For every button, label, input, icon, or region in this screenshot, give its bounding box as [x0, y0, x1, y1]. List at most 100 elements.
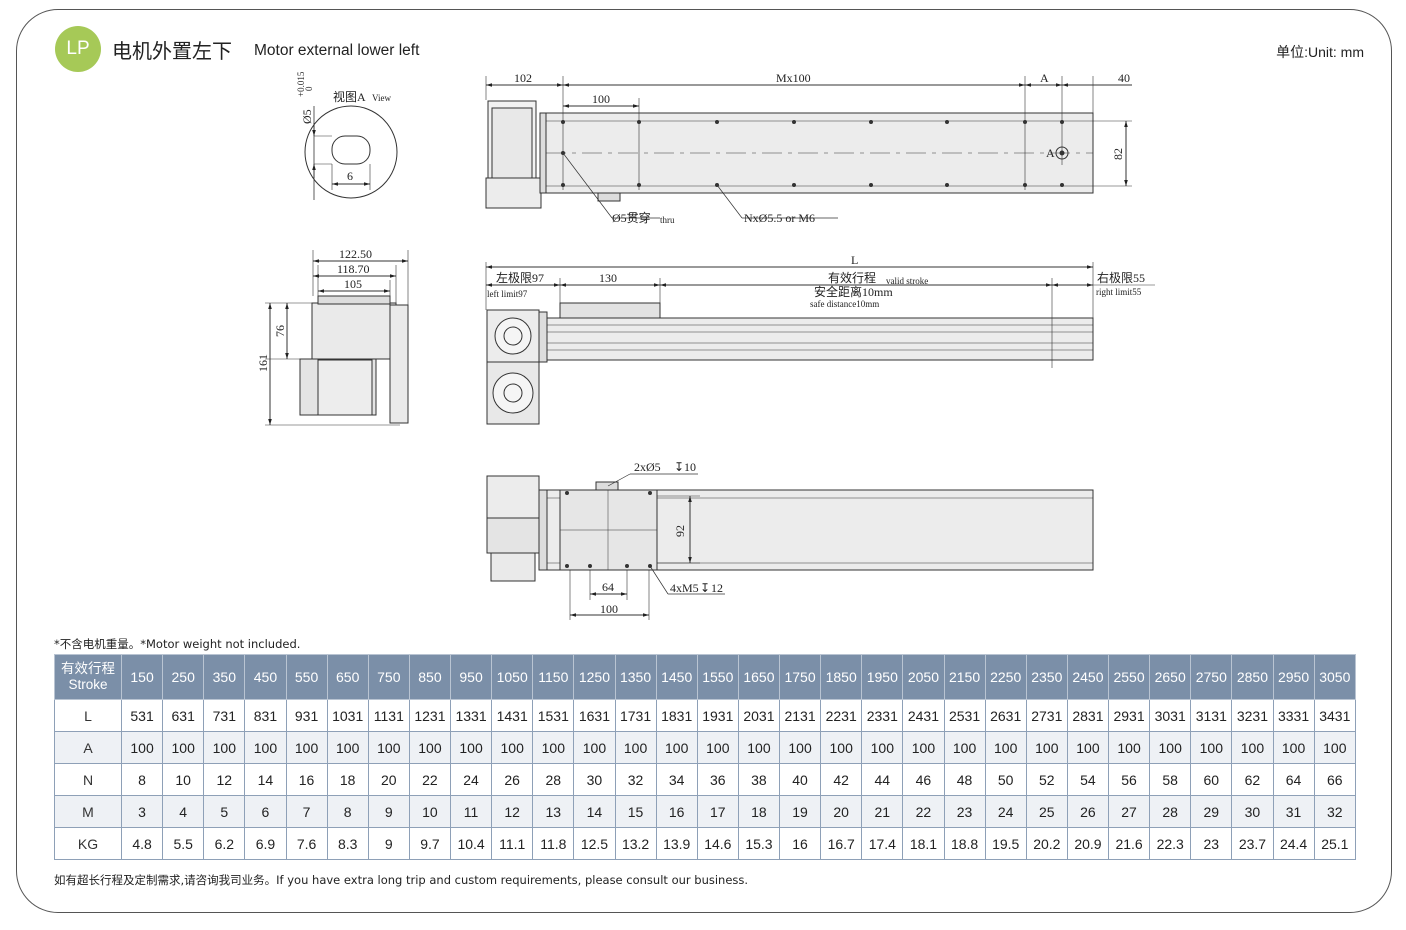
table-cell: 100 — [326, 731, 369, 764]
table-cell: 7 — [285, 795, 328, 828]
table-cell: 3031 — [1149, 699, 1192, 732]
table-cell: 2031 — [737, 699, 781, 732]
stroke-header-value: 2550 — [1107, 654, 1151, 700]
row-label: M — [54, 795, 122, 828]
table-cell: 100 — [943, 731, 986, 764]
stroke-header-value: 1650 — [737, 654, 781, 700]
stroke-header-value: 650 — [326, 654, 369, 700]
table-cell: 2531 — [943, 699, 986, 732]
depth-icon: ↧ — [674, 460, 684, 474]
table-cell: 50 — [984, 763, 1027, 796]
table-cell: 100 — [573, 731, 616, 764]
table-cell: 15.3 — [737, 827, 781, 860]
table-cell: 100 — [1313, 731, 1357, 764]
table-cell: 100 — [655, 731, 698, 764]
stroke-header-value: 1150 — [532, 654, 575, 700]
dim-82: 82 — [1111, 148, 1125, 160]
table-cell: 1031 — [326, 699, 369, 732]
view-a-label: 视图A — [333, 89, 366, 104]
table-cell: 56 — [1107, 763, 1151, 796]
table-cell: 24 — [449, 763, 493, 796]
stroke-header-value: 2050 — [902, 654, 945, 700]
dim-a: A — [1040, 71, 1049, 85]
stroke-header-value: 850 — [408, 654, 452, 700]
table-cell: 12.5 — [573, 827, 616, 860]
table-cell: 4 — [162, 795, 205, 828]
dim-118-70: 118.70 — [337, 262, 370, 276]
table-cell: 100 — [449, 731, 493, 764]
table-cell: 100 — [491, 731, 534, 764]
table-cell: 66 — [1313, 763, 1357, 796]
stroke-header-value: 2250 — [984, 654, 1027, 700]
valid-stroke-label-en: valid stroke — [886, 276, 928, 286]
table-cell: 18.8 — [943, 827, 986, 860]
table-cell: 1931 — [696, 699, 739, 732]
table-cell: 831 — [244, 699, 287, 732]
table-cell: 18 — [326, 763, 369, 796]
table-cell: 13 — [532, 795, 575, 828]
table-cell: 2731 — [1025, 699, 1068, 732]
table-cell: 23 — [943, 795, 986, 828]
table-cell: 100 — [162, 731, 205, 764]
stroke-header-value: 1950 — [861, 654, 904, 700]
left-limit-label-en: left limit97 — [487, 289, 528, 299]
stroke-header-value: 150 — [120, 654, 164, 700]
table-cell: 58 — [1149, 763, 1192, 796]
table-cell: 16 — [655, 795, 698, 828]
bottom-holes-label: 4xM5 — [670, 581, 699, 595]
dim-76: 76 — [273, 325, 287, 337]
top-view — [485, 76, 1132, 219]
table-cell: 100 — [861, 731, 904, 764]
table-cell: 18 — [737, 795, 781, 828]
table-cell: 3331 — [1272, 699, 1315, 732]
table-cell: 34 — [655, 763, 698, 796]
table-cell: 14 — [573, 795, 616, 828]
table-cell: 100 — [1107, 731, 1151, 764]
table-cell: 2231 — [820, 699, 863, 732]
stroke-header-value: 2950 — [1272, 654, 1315, 700]
table-cell: 9 — [367, 827, 410, 860]
table-cell: 14.6 — [696, 827, 739, 860]
table-cell: 22 — [408, 763, 452, 796]
table-cell: 20.2 — [1025, 827, 1068, 860]
table-cell: 100 — [408, 731, 452, 764]
table-cell: 48 — [943, 763, 986, 796]
table-cell: 19 — [778, 795, 822, 828]
top-holes-depth: 10 — [684, 460, 696, 474]
table-cell: 13.9 — [655, 827, 698, 860]
table-cell: 22.3 — [1149, 827, 1192, 860]
table-cell: 52 — [1025, 763, 1068, 796]
table-cell: 100 — [244, 731, 287, 764]
page-title-en: Motor external lower left — [254, 42, 420, 59]
table-cell: 32 — [1313, 795, 1357, 828]
table-cell: 6.9 — [244, 827, 287, 860]
table-cell: 10 — [408, 795, 452, 828]
top-holes-label: 2xØ5 — [634, 460, 661, 474]
stroke-header-value: 2150 — [943, 654, 986, 700]
stroke-header-en: Stroke — [68, 677, 108, 692]
table-cell: 25.1 — [1313, 827, 1357, 860]
table-cell: 100 — [778, 731, 822, 764]
table-cell: 20 — [367, 763, 410, 796]
table-cell: 28 — [1149, 795, 1192, 828]
valid-stroke-label: 有效行程 — [828, 270, 876, 285]
table-cell: 20.9 — [1066, 827, 1110, 860]
table-cell: 9 — [367, 795, 410, 828]
stroke-header-value: 1850 — [820, 654, 863, 700]
row-label: A — [54, 731, 122, 764]
table-cell: 1431 — [491, 699, 534, 732]
table-cell: 10.4 — [449, 827, 493, 860]
table-cell: 531 — [120, 699, 164, 732]
stroke-header-value: 2450 — [1066, 654, 1110, 700]
table-cell: 42 — [820, 763, 863, 796]
table-cell: 40 — [778, 763, 822, 796]
stroke-header-value: 350 — [203, 654, 246, 700]
table-cell: 32 — [614, 763, 657, 796]
table-cell: 631 — [162, 699, 205, 732]
table-cell: 25 — [1025, 795, 1068, 828]
table-cell: 1831 — [655, 699, 698, 732]
dim-102: 102 — [514, 71, 532, 85]
stroke-header-value: 2750 — [1190, 654, 1233, 700]
